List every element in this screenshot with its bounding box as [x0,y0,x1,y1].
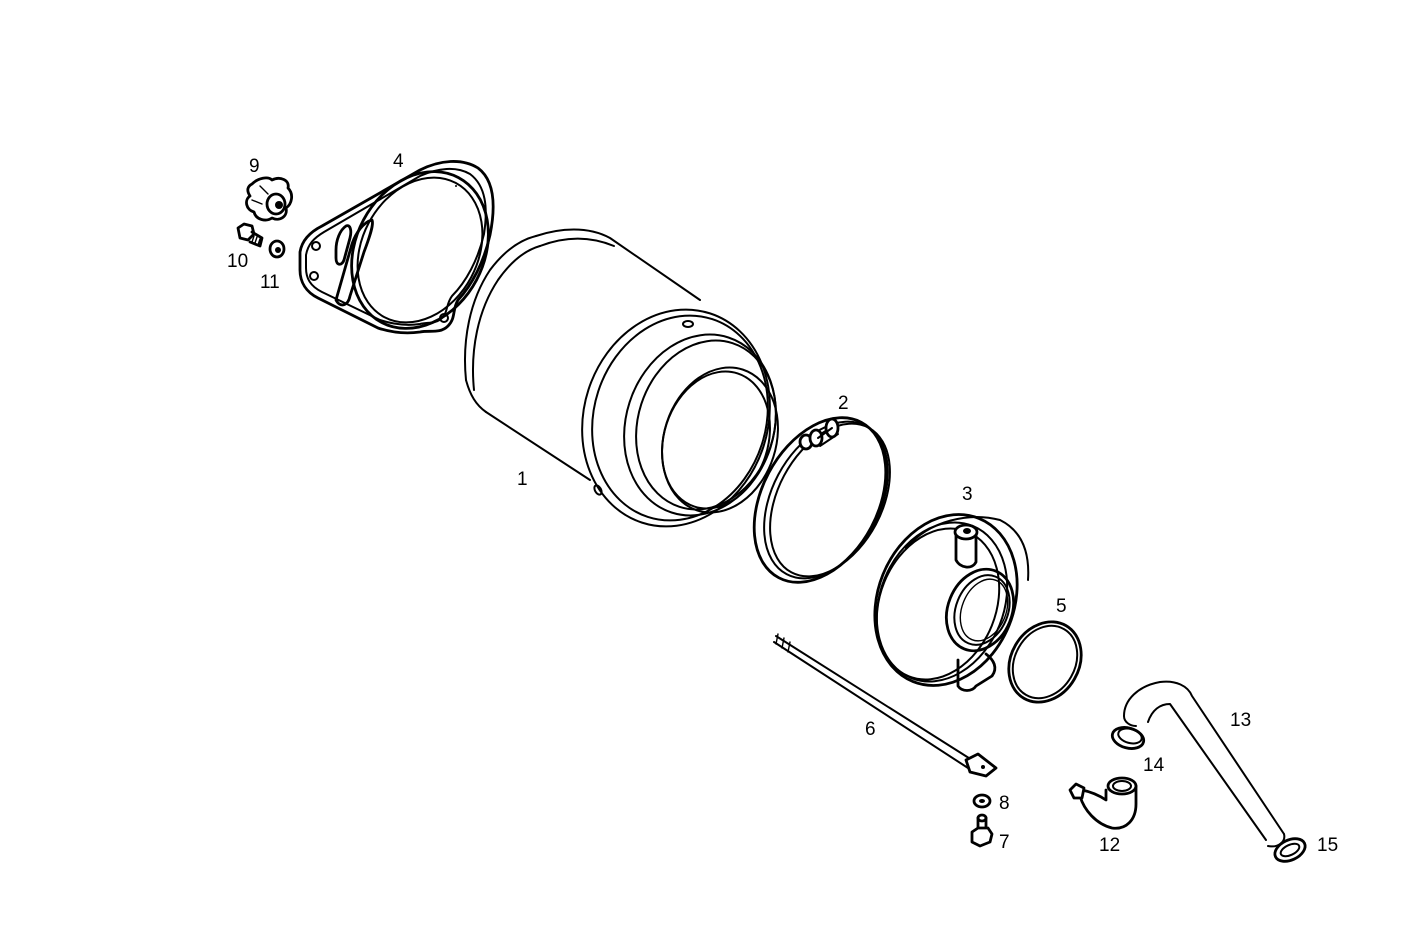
callout-label-12: 12 [1099,835,1121,856]
callout-label-5: 5 [1056,596,1067,617]
callout-label-2: 2 [838,393,849,414]
callout-label-10: 10 [227,251,249,272]
part-13-hose [1123,680,1286,848]
part-9-knob [245,176,293,222]
callout-label-7: 7 [999,832,1010,853]
callout-label-9: 9 [249,156,260,177]
part-10-hex-screw [236,222,264,248]
part-7-hex-bolt [970,813,994,848]
callout-label-1: 1 [517,469,528,490]
part-6-stud [773,633,998,778]
part-1-housing [464,228,779,528]
part-5-o-ring [1007,620,1083,704]
callout-label-6: 6 [865,719,876,740]
part-3-end-housing [873,513,1030,692]
part-15-hose-clamp [1273,837,1307,863]
callout-label-13: 13 [1230,710,1252,731]
callout-label-8: 8 [999,793,1010,814]
callout-label-4: 4 [393,151,404,172]
part-14-hose-clamp [1110,726,1146,750]
part-12-elbow [1068,776,1138,830]
part-4-gasket [298,160,495,335]
callout-label-15: 15 [1317,835,1339,856]
part-2-band-clamp [752,416,891,584]
callout-label-11: 11 [260,272,280,293]
callout-label-14: 14 [1143,755,1165,776]
part-8-washer [972,793,992,809]
callout-label-3: 3 [962,484,973,505]
part-11-nut [268,239,286,259]
